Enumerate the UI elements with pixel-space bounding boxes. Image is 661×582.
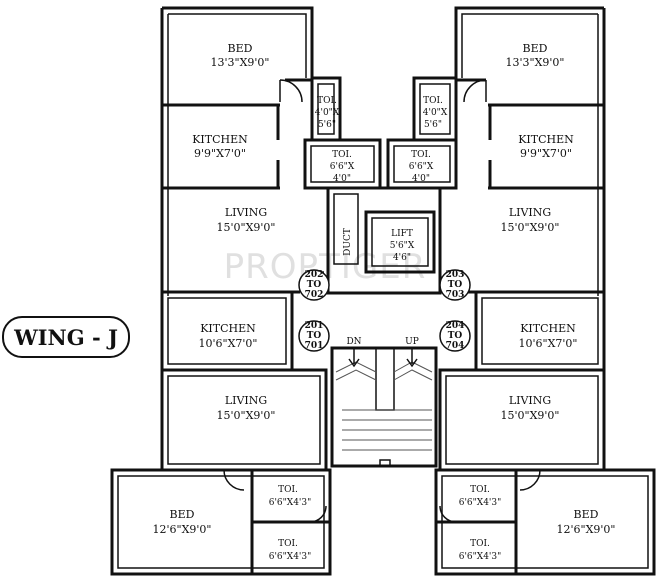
svg-text:202: 202 <box>305 270 324 280</box>
toilet-dim: 4'0"X <box>423 108 448 118</box>
bed-label: BED <box>170 508 195 521</box>
bed-dim: 12'6"X9'0" <box>557 523 616 536</box>
arrow-down-icon <box>406 348 418 368</box>
svg-text:701: 701 <box>305 341 324 351</box>
kitchen-dim: 9'9"X7'0" <box>520 147 572 160</box>
lift-label: LIFT <box>391 229 413 239</box>
svg-text:703: 703 <box>446 290 465 300</box>
living-label: LIVING <box>509 206 551 219</box>
stairs-up-label: UP <box>405 337 419 347</box>
svg-text:201: 201 <box>305 321 324 331</box>
lift-dim: 4'6" <box>393 253 411 263</box>
toilet-label: TOI. <box>470 539 490 549</box>
bed-dim: 13'3"X9'0" <box>211 56 270 69</box>
flat-tag-204: 204 TO 704 <box>439 320 471 352</box>
svg-text:TO: TO <box>307 331 322 341</box>
bed-label: BED <box>228 42 253 55</box>
living-label: LIVING <box>225 394 267 407</box>
stairs-down-label: DN <box>346 337 361 347</box>
svg-text:TO: TO <box>307 280 322 290</box>
svg-text:704: 704 <box>446 341 465 351</box>
toilet-label: TOI. <box>470 485 490 495</box>
kitchen-label: KITCHEN <box>520 322 576 335</box>
toilet-dim: 6'6"X4'3" <box>269 498 312 508</box>
toilet-dim: 6'6"X4'3" <box>269 552 312 562</box>
svg-text:TO: TO <box>448 280 463 290</box>
toilet-label: TOI. <box>317 96 337 106</box>
left-lower-unit <box>110 290 332 576</box>
toilet-dim: 6'6"X <box>330 162 355 172</box>
toilet-dim: 5'6" <box>318 120 336 130</box>
toilet-label: TOI. <box>278 539 298 549</box>
living-label: LIVING <box>225 206 267 219</box>
kitchen-label: KITCHEN <box>518 133 574 146</box>
toilet-dim: 4'0" <box>412 174 430 184</box>
living-dim: 15'0"X9'0" <box>501 409 560 422</box>
living-dim: 15'0"X9'0" <box>501 221 560 234</box>
core-area <box>326 186 442 468</box>
toilet-label: TOI. <box>423 96 443 106</box>
flat-tag-201: 201 TO 701 <box>298 320 330 352</box>
kitchen-label: KITCHEN <box>192 133 248 146</box>
kitchen-dim: 10'6"X7'0" <box>519 337 578 350</box>
arrow-down-icon <box>348 348 360 368</box>
flat-tag-203: 203 TO 703 <box>439 269 471 301</box>
bed-label: BED <box>574 508 599 521</box>
kitchen-label: KITCHEN <box>200 322 256 335</box>
toilet-label: TOI. <box>332 150 352 160</box>
lift-dim: 5'6"X <box>390 241 415 251</box>
wing-label: WING - J <box>2 316 130 358</box>
duct-label: DUCT <box>343 228 353 256</box>
svg-text:702: 702 <box>305 290 324 300</box>
svg-text:204: 204 <box>446 321 465 331</box>
toilet-dim: 4'0"X <box>315 108 340 118</box>
toilet-dim: 6'6"X4'3" <box>459 552 502 562</box>
right-lower-unit <box>434 290 656 576</box>
toilet-dim: 4'0" <box>333 174 351 184</box>
toilet-dim: 5'6" <box>424 120 442 130</box>
living-dim: 15'0"X9'0" <box>217 409 276 422</box>
bed-dim: 12'6"X9'0" <box>153 523 212 536</box>
bed-dim: 13'3"X9'0" <box>506 56 565 69</box>
svg-text:203: 203 <box>446 270 465 280</box>
toilet-dim: 6'6"X <box>409 162 434 172</box>
kitchen-dim: 10'6"X7'0" <box>199 337 258 350</box>
kitchen-dim: 9'9"X7'0" <box>194 147 246 160</box>
toilet-label: TOI. <box>411 150 431 160</box>
bed-label: BED <box>523 42 548 55</box>
living-dim: 15'0"X9'0" <box>217 221 276 234</box>
flat-tag-202: 202 TO 702 <box>298 269 330 301</box>
svg-text:TO: TO <box>448 331 463 341</box>
living-label: LIVING <box>509 394 551 407</box>
toilet-label: TOI. <box>278 485 298 495</box>
toilet-dim: 6'6"X4'3" <box>459 498 502 508</box>
